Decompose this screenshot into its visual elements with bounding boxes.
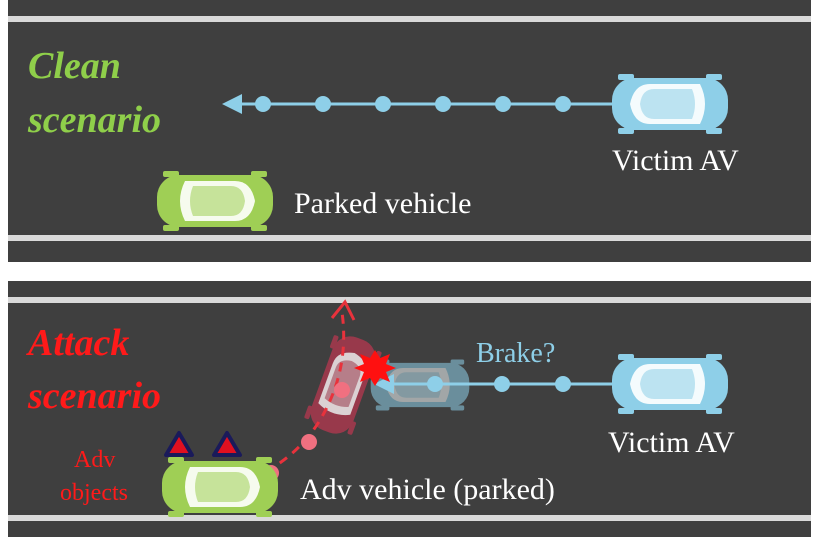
attack-lane-line-bottom bbox=[8, 515, 811, 521]
arrow-left-icon bbox=[222, 94, 242, 114]
adv-path-dot bbox=[334, 382, 350, 398]
attack-title-line2: scenario bbox=[27, 375, 161, 417]
path-dot bbox=[494, 376, 510, 392]
clean-road bbox=[8, 0, 811, 262]
clean-victim-car-icon bbox=[612, 74, 728, 134]
attack-victim-label: Victim AV bbox=[608, 426, 735, 459]
path-dot bbox=[255, 96, 271, 112]
adv-vehicle-label: Adv vehicle (parked) bbox=[300, 473, 555, 506]
attack-title-line1: Attack bbox=[26, 322, 129, 364]
clean-lane-line-top bbox=[8, 16, 811, 22]
warning-triangle-icon bbox=[164, 431, 194, 457]
attack-victim-car-icon bbox=[612, 354, 728, 414]
adv-path-dot bbox=[301, 434, 317, 450]
adv-path-arrowhead bbox=[330, 299, 356, 321]
crash-burst-icon bbox=[354, 350, 396, 386]
brake-label: Brake? bbox=[476, 338, 555, 369]
clean-victim-path bbox=[222, 94, 612, 114]
clean-scenario-panel: Clean scenario Victim AV Parked vehicle bbox=[8, 0, 811, 262]
clean-title-line2: scenario bbox=[27, 99, 161, 141]
path-dot bbox=[495, 96, 511, 112]
path-dot bbox=[555, 96, 571, 112]
adv-objects-label-line2: objects bbox=[60, 480, 128, 506]
attack-victim-path bbox=[374, 374, 612, 394]
path-dot bbox=[375, 96, 391, 112]
path-dot bbox=[315, 96, 331, 112]
arrow-left-icon bbox=[374, 374, 394, 394]
parked-vehicle-car-icon bbox=[157, 171, 273, 231]
clean-lane-line-bottom bbox=[8, 235, 811, 241]
attack-scenario-panel: Attack scenario Brake? Victim AV bbox=[8, 281, 811, 537]
adv-objects-label-line1: Adv bbox=[74, 447, 115, 473]
clean-title-line1: Clean bbox=[28, 45, 121, 87]
path-dot bbox=[555, 376, 571, 392]
attack-lane-line-top bbox=[8, 297, 811, 303]
adv-parked-car-icon bbox=[162, 457, 278, 517]
path-dot bbox=[427, 376, 443, 392]
warning-triangle-icon bbox=[212, 431, 242, 457]
parked-vehicle-label: Parked vehicle bbox=[294, 187, 471, 220]
path-dot bbox=[435, 96, 451, 112]
clean-victim-label: Victim AV bbox=[612, 144, 739, 177]
